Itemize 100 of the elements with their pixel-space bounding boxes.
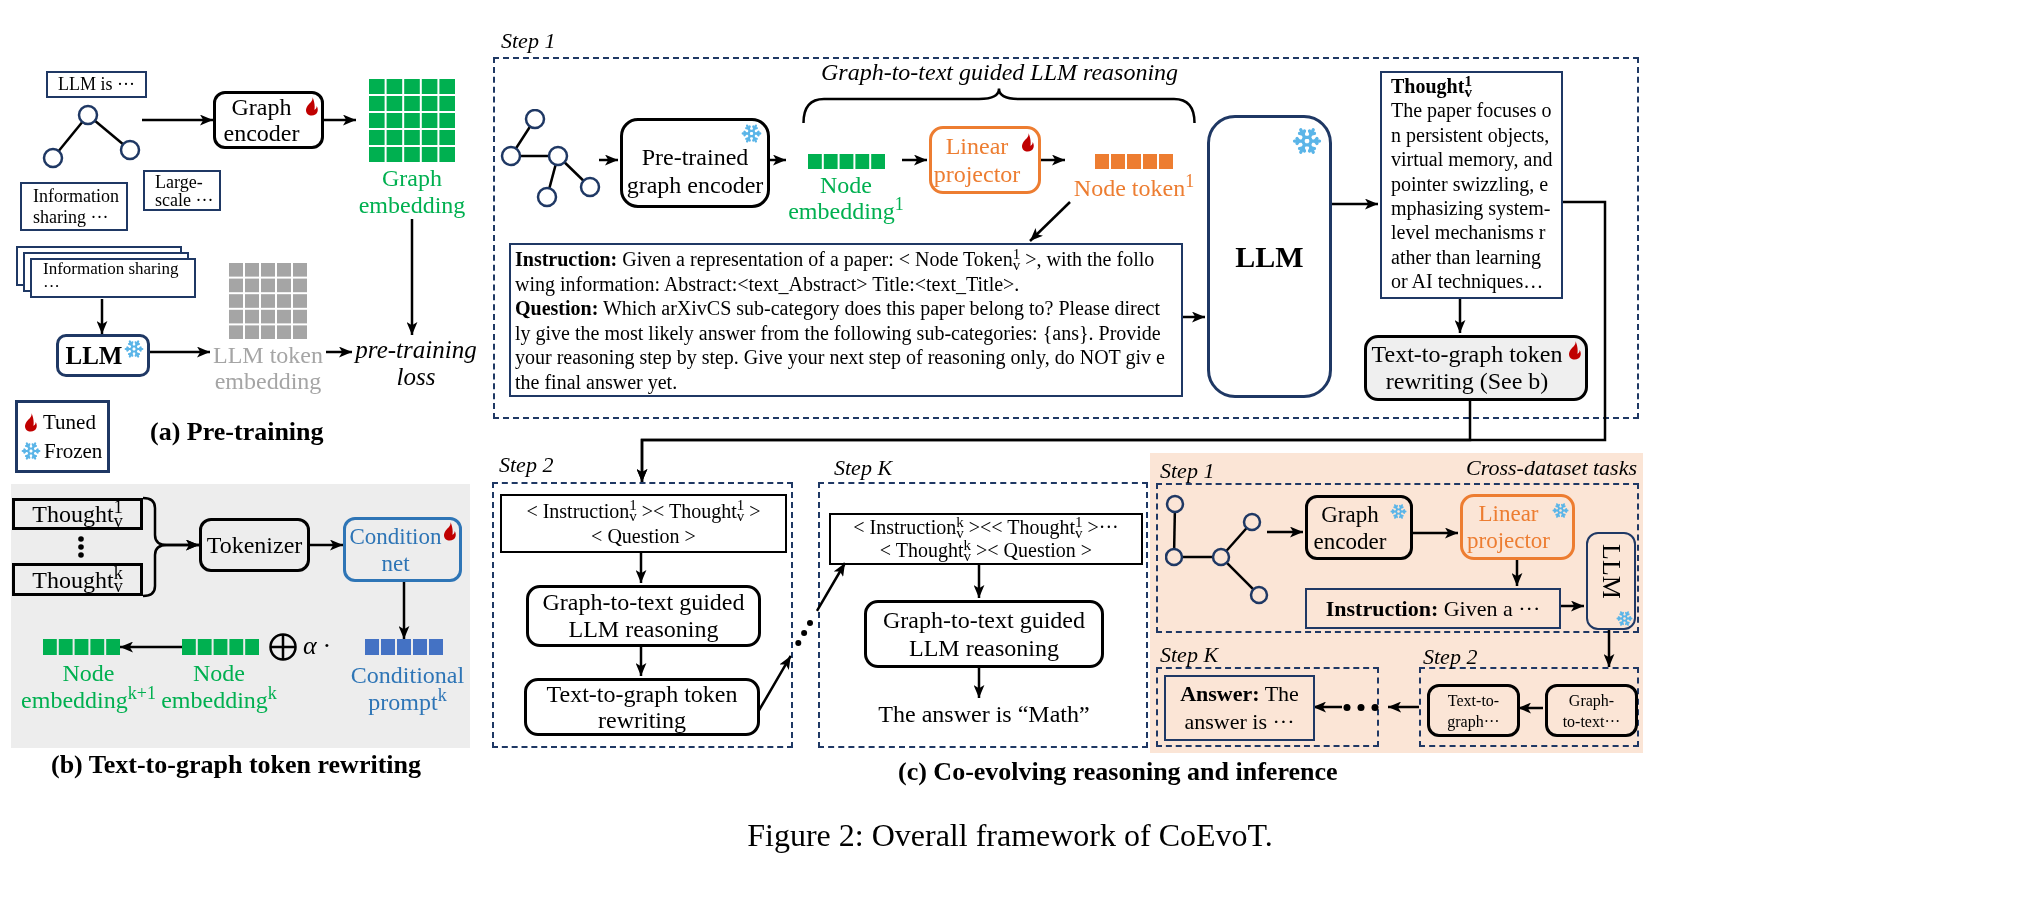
module-box — [526, 585, 761, 647]
arrow — [635, 645, 647, 676]
text-box — [1164, 675, 1315, 741]
background-panel — [1150, 453, 1643, 753]
stage-label: Graph-to-text guided LLM reasoning — [821, 59, 1179, 86]
module-box — [199, 518, 310, 572]
node-label: LLM — [1235, 239, 1304, 274]
token-bar — [365, 639, 443, 655]
arrow — [150, 346, 210, 358]
node-label: < Instruction$^{k}$$_{v}$ ><< Thought$^{1}$$_{v}$ >··· < Thought$^{k}$$_{v}$ >< Question > — [852, 516, 1120, 562]
module-box — [1305, 495, 1413, 560]
arrow — [1039, 154, 1065, 166]
module-box — [1545, 684, 1638, 737]
arrow — [636, 399, 1472, 482]
arrow — [406, 219, 418, 335]
node-label: Instruction: Given a ··· — [1325, 595, 1541, 622]
node-label: Graph-to-text guided LLM reasoning — [541, 589, 746, 643]
token-label: Node token$^{1}$ — [1072, 174, 1196, 202]
arrow — [1330, 198, 1378, 210]
token-bar — [182, 639, 259, 655]
node-label: Text-to-graph token rewriting (See b) — [1370, 341, 1564, 395]
text-box — [829, 513, 1143, 565]
step-heading: Step 2 — [499, 452, 554, 478]
text-box — [20, 182, 128, 231]
text-box — [46, 71, 147, 98]
graph-drawing — [42, 104, 142, 170]
node-label: Answer: The answer is ··· — [1179, 680, 1300, 736]
llm-block — [1586, 532, 1636, 630]
embedding-label: Graph embedding — [357, 165, 467, 219]
step-heading: Step 1 — [501, 28, 556, 54]
arrow — [973, 666, 985, 698]
node-label: Pre-trained graph encoder — [625, 143, 765, 199]
module-box — [524, 678, 760, 736]
arrow — [902, 154, 927, 166]
module-box — [1427, 684, 1520, 737]
arrow — [599, 154, 618, 166]
node-label: Text-to-graph token rewriting — [545, 681, 739, 733]
step-heading: Step 2 — [1423, 644, 1478, 670]
text-box — [509, 243, 1183, 397]
node-label: < Instruction$^{1}$$_{v}$ >< Thought$^{1}$$_{v}$ > < Question > — [525, 498, 762, 549]
arrow — [1029, 201, 1071, 242]
module-box — [1364, 335, 1588, 401]
arrow — [398, 582, 410, 639]
instruction-text: Instruction: Given a representation of a paper: < Node Token$^{1}$$_{v}$ >, with the follo wing information: Abstract:<text_Abstract> Title:<text_Title>. — [515, 247, 1156, 296]
node-label: Graph-to-text··· — [1562, 690, 1621, 732]
embedding-label: Node embedding$^{k}$ — [160, 660, 278, 714]
arrow — [1511, 558, 1523, 586]
step-heading: Step K — [834, 455, 893, 481]
answer-text: The answer is “Math” — [878, 700, 1090, 728]
node-label: Tokenizer — [206, 531, 303, 559]
arrow — [1181, 311, 1205, 323]
text-box — [1305, 588, 1561, 629]
embedding-label: LLM token embedding — [212, 342, 324, 394]
panel-caption: (b) Text-to-graph token rewriting — [51, 750, 421, 780]
arrow — [1313, 702, 1419, 713]
arrow — [973, 563, 985, 598]
embedding-label: Node embedding$^{1}$ — [788, 172, 904, 224]
module-box — [56, 334, 150, 377]
graph-drawing — [500, 109, 601, 208]
legend-label: Frozen — [44, 437, 103, 465]
module-box — [929, 126, 1041, 194]
node-label: LLM — [65, 340, 123, 371]
node-label: Graph-to-text guided LLM reasoning — [882, 606, 1086, 662]
step-heading: Step K — [1160, 642, 1219, 668]
arrow — [326, 346, 352, 358]
node-label: Graph encoder — [1312, 500, 1388, 555]
text-box — [1380, 71, 1563, 299]
text-box — [500, 494, 787, 553]
graph-drawing — [1165, 494, 1269, 605]
subfigure-caption: (a) Pre-training — [150, 417, 324, 447]
arrow — [310, 539, 343, 551]
node-label: Linear projector — [1466, 500, 1551, 554]
figure-caption: Figure 2: Overall framework of CoEvoT. — [746, 816, 1274, 854]
arrow — [635, 551, 647, 583]
node-label: Linear projector — [932, 132, 1022, 188]
arrow — [1603, 628, 1615, 667]
node-label: LLM is ··· — [58, 74, 135, 95]
subfigure-caption: (c) Co-evolving reasoning and inference — [898, 757, 1338, 787]
thought-text: The paper focuses o n persistent objects, virtual memory, and pointer swizzling, e mphasizing system-level mechanisms r ather than learning or AI techniques… — [1391, 98, 1554, 294]
node-label: Information sharing ··· — [43, 260, 180, 296]
module-box — [343, 517, 462, 582]
node-label: Graph encoder — [222, 94, 301, 146]
prompt-label: Conditional prompt$^{k}$ — [349, 662, 466, 716]
arrow — [96, 299, 108, 334]
module-box — [1460, 494, 1575, 560]
llm-block — [1207, 115, 1332, 398]
arrow — [1559, 600, 1584, 612]
embedding-label: Node embedding$^{k+1}$ — [20, 660, 157, 714]
arrow — [324, 114, 356, 126]
text-box — [12, 563, 143, 596]
text-box — [12, 498, 143, 530]
math-symbol: α · — [303, 631, 330, 661]
instruction-text: Question: Which arXivCS sub-category does this paper belong to? Please direct ly give the most likely answer from the following sub-categories: {ans}. Provide your reasoning step by step. Give your next step of reasoning only, do NOT giv e the final answer yet. — [515, 296, 1166, 394]
module-box — [864, 600, 1104, 668]
legend-label: Tuned — [43, 408, 96, 436]
node-label: Condition net — [348, 522, 443, 577]
step-heading: Step 1 — [1160, 458, 1215, 484]
arrow — [1518, 702, 1543, 714]
text-box — [143, 170, 221, 211]
arrow — [1454, 297, 1466, 333]
